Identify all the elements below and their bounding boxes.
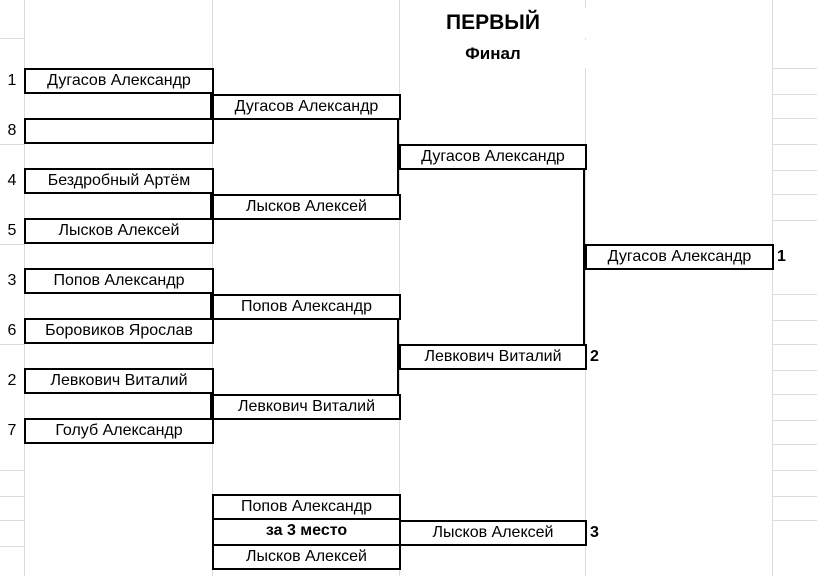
seed-number: 3 <box>2 270 22 292</box>
page-subtitle: Финал <box>400 40 586 68</box>
grid-line <box>772 118 817 119</box>
bracket-slot: Лысков Алексей <box>24 218 214 244</box>
grid-line <box>772 68 817 69</box>
bracket-slot: Попов Александр <box>212 294 401 320</box>
seed-number: 5 <box>2 220 22 242</box>
grid-line <box>772 144 817 145</box>
grid-line <box>772 370 817 371</box>
grid-line <box>772 496 817 497</box>
grid-line <box>772 420 817 421</box>
grid-line <box>0 496 24 497</box>
bracket-slot: Левкович Виталий <box>212 394 401 420</box>
place-number: 3 <box>590 522 599 544</box>
bracket-slot: Дугасов Александр <box>399 144 587 170</box>
grid-line <box>0 144 24 145</box>
final-winner-slot: Дугасов Александр <box>585 244 774 270</box>
bracket-slot: Левкович Виталий <box>399 344 587 370</box>
page-title: ПЕРВЫЙ <box>400 8 586 38</box>
grid-line <box>772 194 817 195</box>
grid-line <box>772 520 817 521</box>
bracket-slot: Лысков Алексей <box>212 194 401 220</box>
grid-line <box>772 170 817 171</box>
grid-line <box>772 344 817 345</box>
grid-line <box>0 244 24 245</box>
grid-line <box>0 38 24 39</box>
bracket-connector <box>210 280 212 332</box>
seed-number: 1 <box>2 70 22 92</box>
bracket-slot: Дугасов Александр <box>212 94 401 120</box>
grid-line <box>772 320 817 321</box>
third-place-winner-slot: Лысков Алексей <box>399 520 587 546</box>
bracket-slot: Голуб Александр <box>24 418 214 444</box>
bracket-connector <box>397 106 399 208</box>
bracket-slot: Лысков Алексей <box>212 544 401 570</box>
grid-line <box>0 546 24 547</box>
bracket-connector <box>210 380 212 432</box>
seed-number: 7 <box>2 420 22 442</box>
seed-number: 8 <box>2 120 22 142</box>
grid-line <box>772 220 817 221</box>
grid-line <box>0 344 24 345</box>
bracket-slot: Боровиков Ярослав <box>24 318 214 344</box>
bracket-slot: Бездробный Артём <box>24 168 214 194</box>
bracket-slot: Попов Александр <box>24 268 214 294</box>
grid-line <box>772 444 817 445</box>
place-number: 2 <box>590 346 599 368</box>
bracket-connector <box>210 80 212 132</box>
seed-number: 2 <box>2 370 22 392</box>
seed-number: 4 <box>2 170 22 192</box>
grid-line <box>772 94 817 95</box>
grid-line <box>399 0 400 576</box>
bracket-connector <box>583 157 585 357</box>
bracket-connector <box>397 306 399 408</box>
grid-line <box>772 294 817 295</box>
bracket-slot: Левкович Виталий <box>24 368 214 394</box>
bracket-slot: Дугасов Александр <box>24 68 214 94</box>
grid-line <box>772 394 817 395</box>
grid-line <box>772 470 817 471</box>
place-number: 1 <box>777 246 786 268</box>
grid-line <box>772 0 773 576</box>
bracket-slot <box>24 118 214 144</box>
grid-line <box>0 470 24 471</box>
grid-line <box>585 0 586 576</box>
seed-number: 6 <box>2 320 22 342</box>
third-place-label: за 3 место <box>212 520 401 546</box>
grid-line <box>0 520 24 521</box>
bracket-connector <box>210 180 212 232</box>
bracket-slot: Попов Александр <box>212 494 401 520</box>
